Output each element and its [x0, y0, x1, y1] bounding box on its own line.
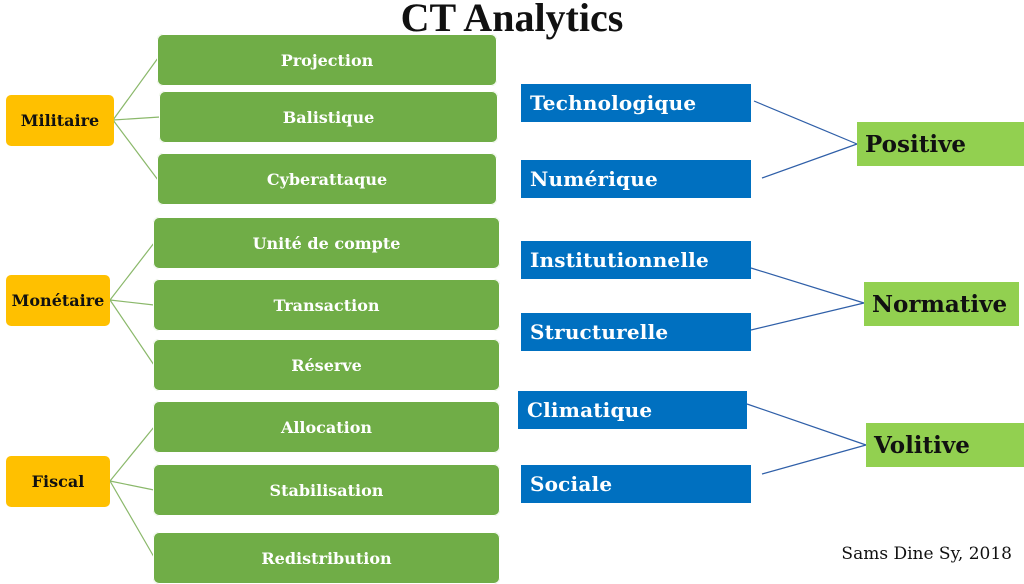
- connector-militaire-projection: [112, 57, 159, 121]
- category-volitive: Volitive: [866, 423, 1024, 467]
- connector-volitive-climatique: [746, 403, 867, 446]
- connector-fiscal-allocation: [109, 426, 155, 482]
- item-stabilisation: Stabilisation: [153, 464, 500, 516]
- category-normative: Normative: [864, 282, 1019, 326]
- connector-fiscal-redistribution: [109, 480, 155, 558]
- item-sociale: Sociale: [521, 465, 751, 503]
- item-cyberattaque: Cyberattaque: [157, 153, 497, 205]
- connector-positive-technologique: [753, 100, 858, 145]
- category-monetaire: Monétaire: [6, 275, 110, 326]
- connector-normative-institutionnelle: [750, 267, 865, 304]
- connector-normative-structurelle: [750, 302, 865, 331]
- item-redistribution: Redistribution: [153, 532, 500, 584]
- connector-militaire-balistique: [112, 116, 161, 121]
- item-reserve: Réserve: [153, 339, 500, 391]
- item-numerique: Numérique: [521, 160, 751, 198]
- category-militaire: Militaire: [6, 95, 114, 146]
- item-institutionnelle: Institutionnelle: [521, 241, 751, 279]
- page-title: CT Analytics: [400, 0, 624, 40]
- connector-monetaire-unite: [109, 242, 155, 301]
- item-structurelle: Structurelle: [521, 313, 751, 351]
- credit-text: Sams Dine Sy, 2018: [841, 544, 1012, 564]
- category-positive: Positive: [857, 122, 1024, 166]
- connector-monetaire-reserve: [109, 299, 155, 366]
- item-unite-de-compte: Unité de compte: [153, 217, 500, 269]
- connector-monetaire-transaction: [109, 299, 155, 306]
- item-transaction: Transaction: [153, 279, 500, 331]
- category-fiscal: Fiscal: [6, 456, 110, 507]
- item-climatique: Climatique: [518, 391, 747, 429]
- item-allocation: Allocation: [153, 401, 500, 453]
- item-technologique: Technologique: [521, 84, 751, 122]
- connector-positive-numerique: [761, 143, 858, 179]
- connector-militaire-cyberattaque: [112, 119, 159, 181]
- item-balistique: Balistique: [159, 91, 498, 143]
- connector-volitive-sociale: [761, 444, 867, 475]
- item-projection: Projection: [157, 34, 497, 86]
- connector-fiscal-stabilisation: [109, 480, 155, 491]
